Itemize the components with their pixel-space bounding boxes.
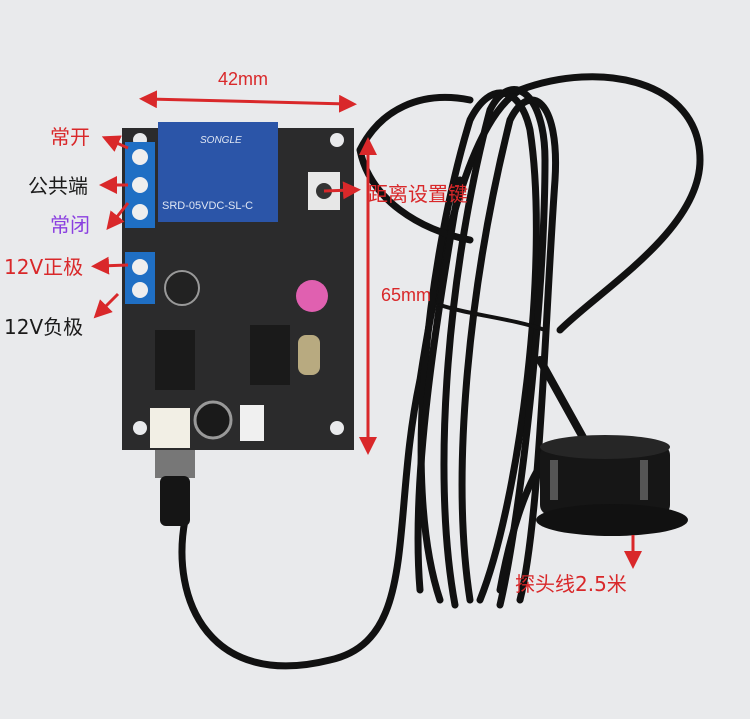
button-label: 距离设置键 [368,182,468,206]
height-dimension-label: 65mm [381,285,432,305]
width-arrow [139,90,357,113]
probe-cable-label: 探头线2.5米 [515,572,627,596]
pointer-arrows [91,135,642,569]
terminal-label-normally-open: 常开 [50,125,90,149]
terminal-label-12v-negative: 12V负极 [4,315,84,339]
relay-model: SRD-05VDC-SL-C [162,200,254,212]
terminal-label-normally-closed: 常闭 [50,213,90,237]
ultrasonic-probe [536,435,688,536]
terminal-label-12v-positive: 12V正极 [4,255,84,279]
usb-connector [155,448,195,526]
width-dimension-label: 42mm [218,69,269,89]
relay [158,122,278,222]
circuit-board [122,122,354,450]
relay-brand: SONGLE [200,135,242,146]
terminal-label-common: 公共端 [28,174,88,198]
